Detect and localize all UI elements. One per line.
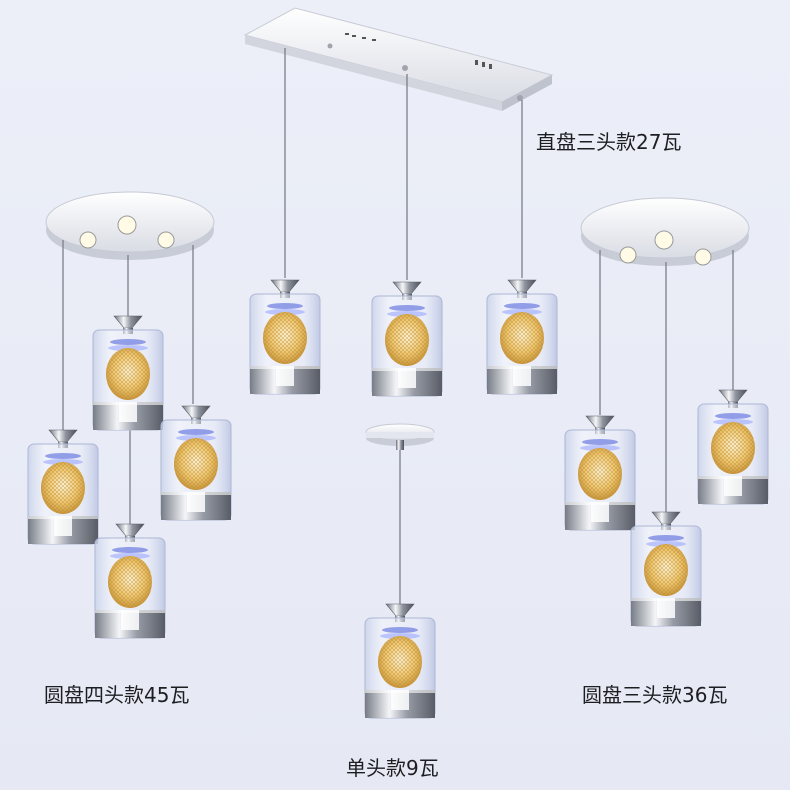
pendant-lamp [697,389,769,505]
pendant-lamp [371,281,443,397]
pendant-lamp [249,279,321,395]
pendant-lamp [160,405,232,521]
round-canopy-left [45,191,215,260]
round-left-cords [62,240,194,524]
linear-canopy [243,7,554,111]
caption-linear-three: 直盘三头款27瓦 [536,130,682,154]
caption-round-four: 圆盘四头款45瓦 [44,683,190,707]
caption-round-three: 圆盘三头款36瓦 [582,683,728,707]
linear-cords [284,48,523,280]
round-canopy-right [580,197,750,266]
pendant-lamp [92,315,164,431]
pendant-lamp [364,603,436,719]
caption-single: 单头款9瓦 [346,756,439,780]
pendant-lamp [27,429,99,545]
pendant-lamp [630,511,702,627]
pendant-lamp [94,523,166,639]
single-canopy [365,423,435,450]
pendant-lamp [486,279,558,395]
pendant-lamp [564,415,636,531]
round-right-cords [599,250,734,512]
